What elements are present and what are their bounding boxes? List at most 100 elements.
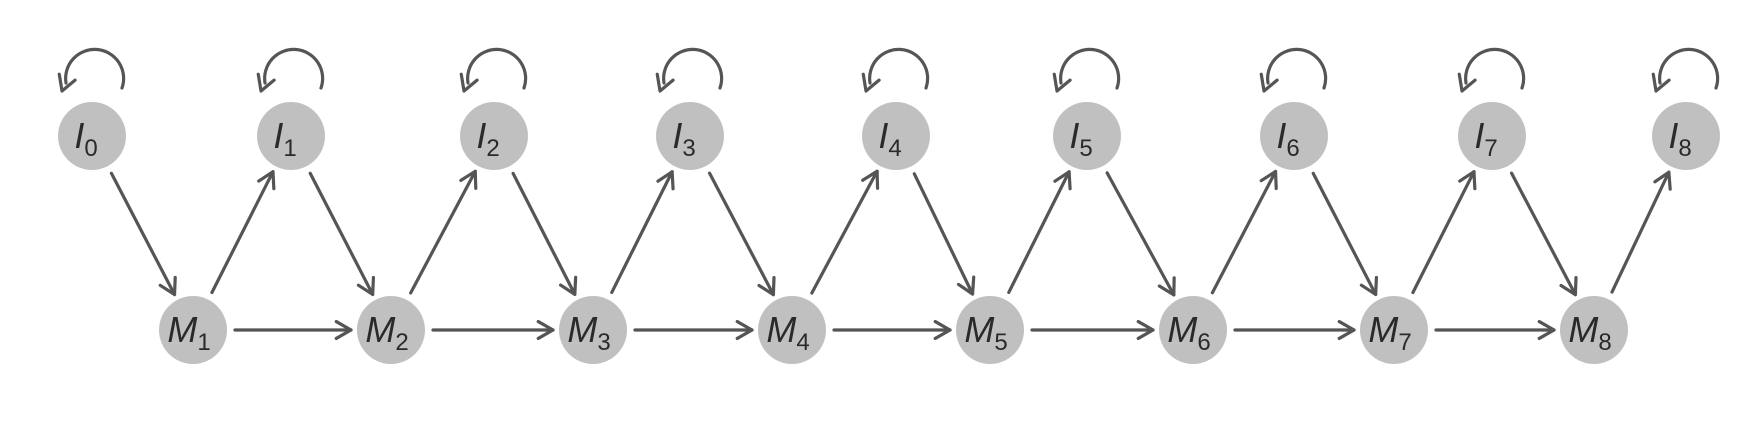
- node-letter: M: [1167, 309, 1197, 350]
- node-label: M4: [766, 309, 809, 356]
- edge-m3-to-m4: [633, 319, 754, 341]
- edge-i7-to-m8: [1509, 171, 1578, 297]
- node-letter: I: [878, 115, 888, 156]
- node-i2: I2: [460, 102, 528, 170]
- node-letter: I: [273, 115, 283, 156]
- node-label: M1: [167, 309, 210, 356]
- node-label: I3: [672, 115, 695, 162]
- node-circle: [956, 296, 1024, 364]
- node-letter: M: [964, 309, 994, 350]
- self-loop-i5: [1052, 47, 1121, 93]
- node-i3: I3: [656, 102, 724, 170]
- node-i8: I8: [1652, 102, 1720, 170]
- self-loop-i1: [256, 47, 325, 93]
- node-subscript: 2: [486, 135, 499, 162]
- self-loop-i8: [1651, 47, 1720, 93]
- edge-m6-to-m7: [1233, 319, 1356, 341]
- node-label: M2: [365, 309, 408, 356]
- node-circle: [1053, 102, 1121, 170]
- node-subscript: 7: [1484, 135, 1497, 162]
- node-i4: I4: [862, 102, 930, 170]
- node-subscript: 8: [1678, 135, 1691, 162]
- node-subscript: 7: [1398, 329, 1411, 356]
- node-label: M7: [1368, 309, 1411, 356]
- edge-m1-to-i1: [210, 170, 276, 295]
- node-label: M6: [1167, 309, 1210, 356]
- edge-m5-to-i5: [1007, 170, 1072, 295]
- node-label: I0: [74, 115, 97, 162]
- edge-i6-to-m7: [1311, 171, 1379, 297]
- node-subscript: 0: [84, 135, 97, 162]
- node-label: I1: [273, 115, 296, 162]
- edge-i5-to-m6: [1105, 171, 1176, 297]
- edge-m1-to-m2: [233, 319, 353, 341]
- node-label: M3: [567, 309, 610, 356]
- node-circle: [159, 296, 227, 364]
- edge-i1-to-m2: [308, 171, 376, 297]
- node-circle: [1360, 296, 1428, 364]
- edge-m7-to-i7: [1411, 170, 1477, 295]
- node-i0: I0: [58, 102, 126, 170]
- node-letter: I: [672, 115, 682, 156]
- node-circle: [1560, 296, 1628, 364]
- node-letter: M: [567, 309, 597, 350]
- node-circle: [1652, 102, 1720, 170]
- node-label: M5: [964, 309, 1007, 356]
- node-m2: M2: [357, 296, 425, 364]
- self-loop-i6: [1259, 47, 1328, 93]
- node-label: I7: [1474, 115, 1497, 162]
- edge-i2-to-m3: [511, 171, 578, 296]
- node-circle: [357, 296, 425, 364]
- node-subscript: 5: [1079, 135, 1092, 162]
- node-i7: I7: [1458, 102, 1526, 170]
- node-subscript: 5: [994, 329, 1007, 356]
- edge-m5-to-m6: [1030, 319, 1155, 341]
- node-letter: I: [1276, 115, 1286, 156]
- edges-layer: [57, 47, 1720, 341]
- node-circle: [656, 102, 724, 170]
- node-i5: I5: [1053, 102, 1121, 170]
- node-subscript: 1: [197, 329, 210, 356]
- node-label: I6: [1276, 115, 1299, 162]
- edge-m3-to-i3: [610, 170, 675, 295]
- node-m1: M1: [159, 296, 227, 364]
- node-m7: M7: [1360, 296, 1428, 364]
- node-label: I5: [1069, 115, 1092, 162]
- node-letter: M: [766, 309, 796, 350]
- node-i1: I1: [257, 102, 325, 170]
- node-m4: M4: [758, 296, 826, 364]
- node-subscript: 2: [395, 329, 408, 356]
- node-letter: I: [1668, 115, 1678, 156]
- node-letter: I: [476, 115, 486, 156]
- node-letter: I: [1069, 115, 1079, 156]
- node-subscript: 6: [1286, 135, 1299, 162]
- node-i6: I6: [1260, 102, 1328, 170]
- self-loop-i7: [1457, 47, 1526, 93]
- edge-m4-to-i4: [810, 169, 880, 295]
- edge-i0-to-m1: [109, 171, 177, 297]
- self-loop-i3: [655, 47, 724, 93]
- node-letter: M: [167, 309, 197, 350]
- node-subscript: 8: [1598, 329, 1611, 356]
- node-letter: I: [74, 115, 84, 156]
- node-subscript: 3: [597, 329, 610, 356]
- node-circle: [257, 102, 325, 170]
- edge-m6-to-i6: [1210, 169, 1278, 295]
- self-loop-i4: [861, 47, 930, 93]
- node-circle: [460, 102, 528, 170]
- node-circle: [862, 102, 930, 170]
- self-loop-i2: [459, 47, 528, 93]
- node-subscript: 3: [682, 135, 695, 162]
- edge-m8-to-i8: [1610, 170, 1672, 294]
- node-label: I4: [878, 115, 901, 162]
- node-m5: M5: [956, 296, 1024, 364]
- edge-i3-to-m4: [707, 171, 776, 297]
- node-subscript: 1: [283, 135, 296, 162]
- self-loop-i0: [57, 47, 126, 93]
- node-circle: [58, 102, 126, 170]
- node-letter: M: [365, 309, 395, 350]
- node-m3: M3: [559, 296, 627, 364]
- node-m8: M8: [1560, 296, 1628, 364]
- node-letter: M: [1568, 309, 1598, 350]
